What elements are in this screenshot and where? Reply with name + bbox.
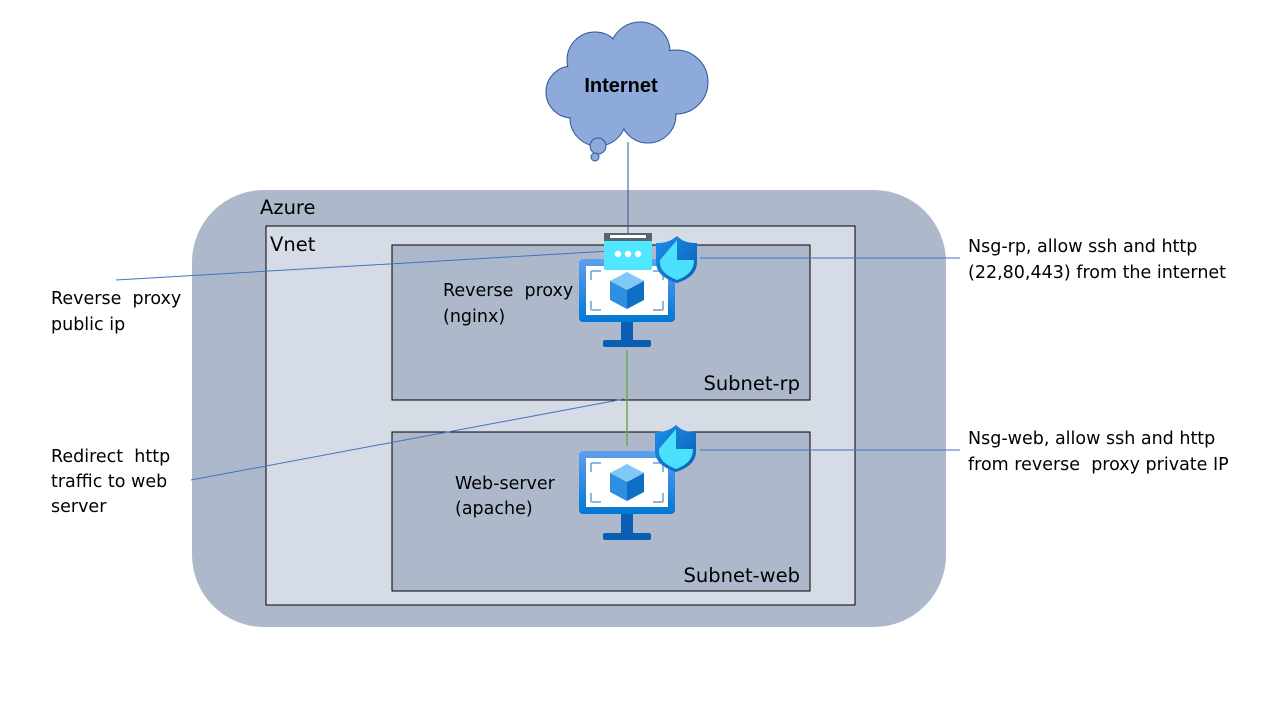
- annotation-line: public ip: [51, 315, 125, 335]
- annotation-line: from reverse proxy private IP: [968, 455, 1229, 475]
- redirect-connector: [190, 398, 625, 481]
- vm-name: Reverse proxy: [443, 281, 573, 301]
- annotation-line: traffic to web: [51, 472, 167, 492]
- public-ip-connector: [115, 250, 611, 281]
- public-ip-annotation: Reverse proxy public ip: [51, 289, 181, 335]
- vnet-label: Vnet: [270, 233, 316, 256]
- annotation-line: Nsg-web, allow ssh and http: [968, 429, 1215, 449]
- subnet-web-label: Subnet-web: [684, 564, 800, 587]
- web-server-vm: Web-server (apache): [455, 425, 696, 540]
- annotation-line: (22,80,443) from the internet: [968, 263, 1226, 283]
- nsg-rp-annotation: Nsg-rp, allow ssh and http (22,80,443) f…: [968, 237, 1226, 283]
- annotation-line: Reverse proxy: [51, 289, 181, 309]
- vm-software: (nginx): [443, 307, 505, 327]
- public-ip-icon: [604, 233, 652, 270]
- virtual-machine-icon: [579, 259, 675, 347]
- annotation-line: Redirect http: [51, 447, 170, 467]
- internet-label: Internet: [584, 75, 658, 97]
- shield-icon: [656, 236, 697, 283]
- cloud-icon: [545, 21, 709, 162]
- vm-software: (apache): [455, 499, 533, 519]
- annotation-line: Nsg-rp, allow ssh and http: [968, 237, 1197, 257]
- virtual-machine-icon: [579, 451, 675, 540]
- redirect-annotation: Redirect http traffic to web server: [51, 447, 170, 517]
- vm-name: Web-server: [455, 474, 556, 494]
- reverse-proxy-vm: Reverse proxy (nginx): [443, 233, 697, 347]
- nsg-web-annotation: Nsg-web, allow ssh and http from reverse…: [968, 429, 1229, 475]
- annotation-line: server: [51, 497, 107, 517]
- subnet-rp-label: Subnet-rp: [703, 372, 800, 395]
- azure-label: Azure: [260, 196, 316, 219]
- shield-icon: [655, 425, 696, 472]
